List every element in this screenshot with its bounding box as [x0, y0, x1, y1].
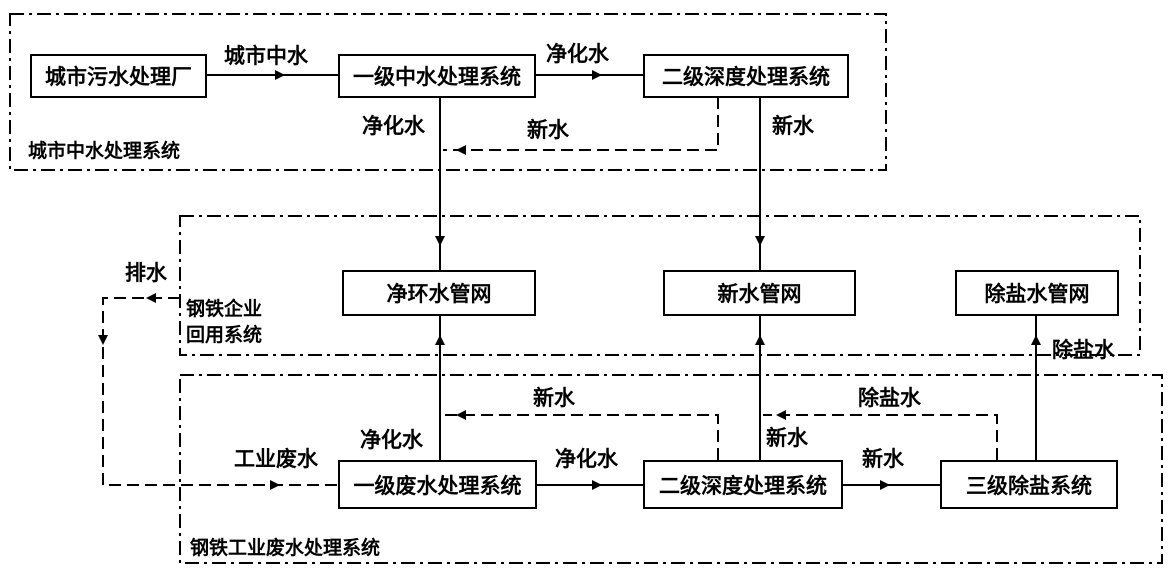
flow-ww-desalt-return-line: [763, 414, 998, 460]
steel-wastewater-system-boundary: [179, 374, 1163, 564]
arrow-left: [776, 410, 786, 420]
label-desalted-up: 除盐水: [1052, 338, 1115, 362]
city-primary-treatment-box: 一级中水处理系统: [338, 54, 536, 98]
arrow-left: [146, 293, 156, 303]
city-sewage-plant-box: 城市污水处理厂: [30, 54, 207, 98]
label-industrial-wastewater: 工业废水: [234, 447, 318, 471]
flow-discharge-line: [102, 297, 338, 486]
label-city-purified-down: 净化水: [362, 114, 425, 138]
clean-loop-water-network-box: 净环水管网: [342, 270, 536, 316]
arrow-right: [880, 480, 890, 490]
label-city-new-down: 新水: [772, 114, 814, 138]
label-ww-desalt-return: 除盐水: [858, 386, 921, 410]
arrow-up: [435, 335, 445, 345]
arrow-down: [98, 335, 108, 345]
arrow-right: [275, 70, 285, 80]
arrow-left: [456, 145, 466, 155]
wastewater-secondary-treatment-box: 二级深度处理系统: [643, 460, 843, 509]
city-secondary-treatment-box: 二级深度处理系统: [643, 54, 849, 98]
label-ww-purified-up: 净化水: [360, 428, 423, 452]
steel-reuse-system-label-line1: 钢铁企业: [186, 298, 263, 320]
arrow-left: [456, 410, 466, 420]
flow-city-new-return-line: [443, 97, 719, 151]
arrow-up: [755, 335, 765, 345]
flow-ww-new-return-line: [443, 414, 719, 460]
wastewater-primary-treatment-box: 一级废水处理系统: [338, 460, 537, 509]
label-ww-new-up: 新水: [766, 426, 808, 450]
label-ww-purified-mid: 净化水: [555, 447, 618, 471]
label-city-purified-top: 净化水: [546, 42, 609, 66]
label-city-reclaimed: 城市中水: [224, 44, 308, 68]
arrow-down: [435, 236, 445, 246]
label-discharge: 排水: [125, 261, 167, 285]
new-water-network-box: 新水管网: [663, 270, 856, 316]
desalted-water-network-box: 除盐水管网: [955, 270, 1119, 316]
steel-wastewater-system-label: 钢铁工业废水处理系统: [190, 537, 381, 559]
arrow-right: [270, 480, 280, 490]
label-ww-new-mid: 新水: [862, 447, 904, 471]
steel-reuse-system-label-line2: 回用系统: [186, 324, 263, 346]
arrow-right: [592, 70, 602, 80]
label-city-new-return: 新水: [527, 118, 569, 142]
arrow-right: [592, 480, 602, 490]
city-system-label: 城市中水处理系统: [28, 140, 181, 162]
steel-reuse-system-boundary: [179, 215, 1141, 356]
wastewater-tertiary-desalting-box: 三级除盐系统: [940, 460, 1118, 509]
arrow-down: [755, 236, 765, 246]
arrow-up: [1031, 335, 1041, 345]
label-ww-new-return: 新水: [533, 386, 575, 410]
city-system-boundary: [9, 13, 887, 171]
